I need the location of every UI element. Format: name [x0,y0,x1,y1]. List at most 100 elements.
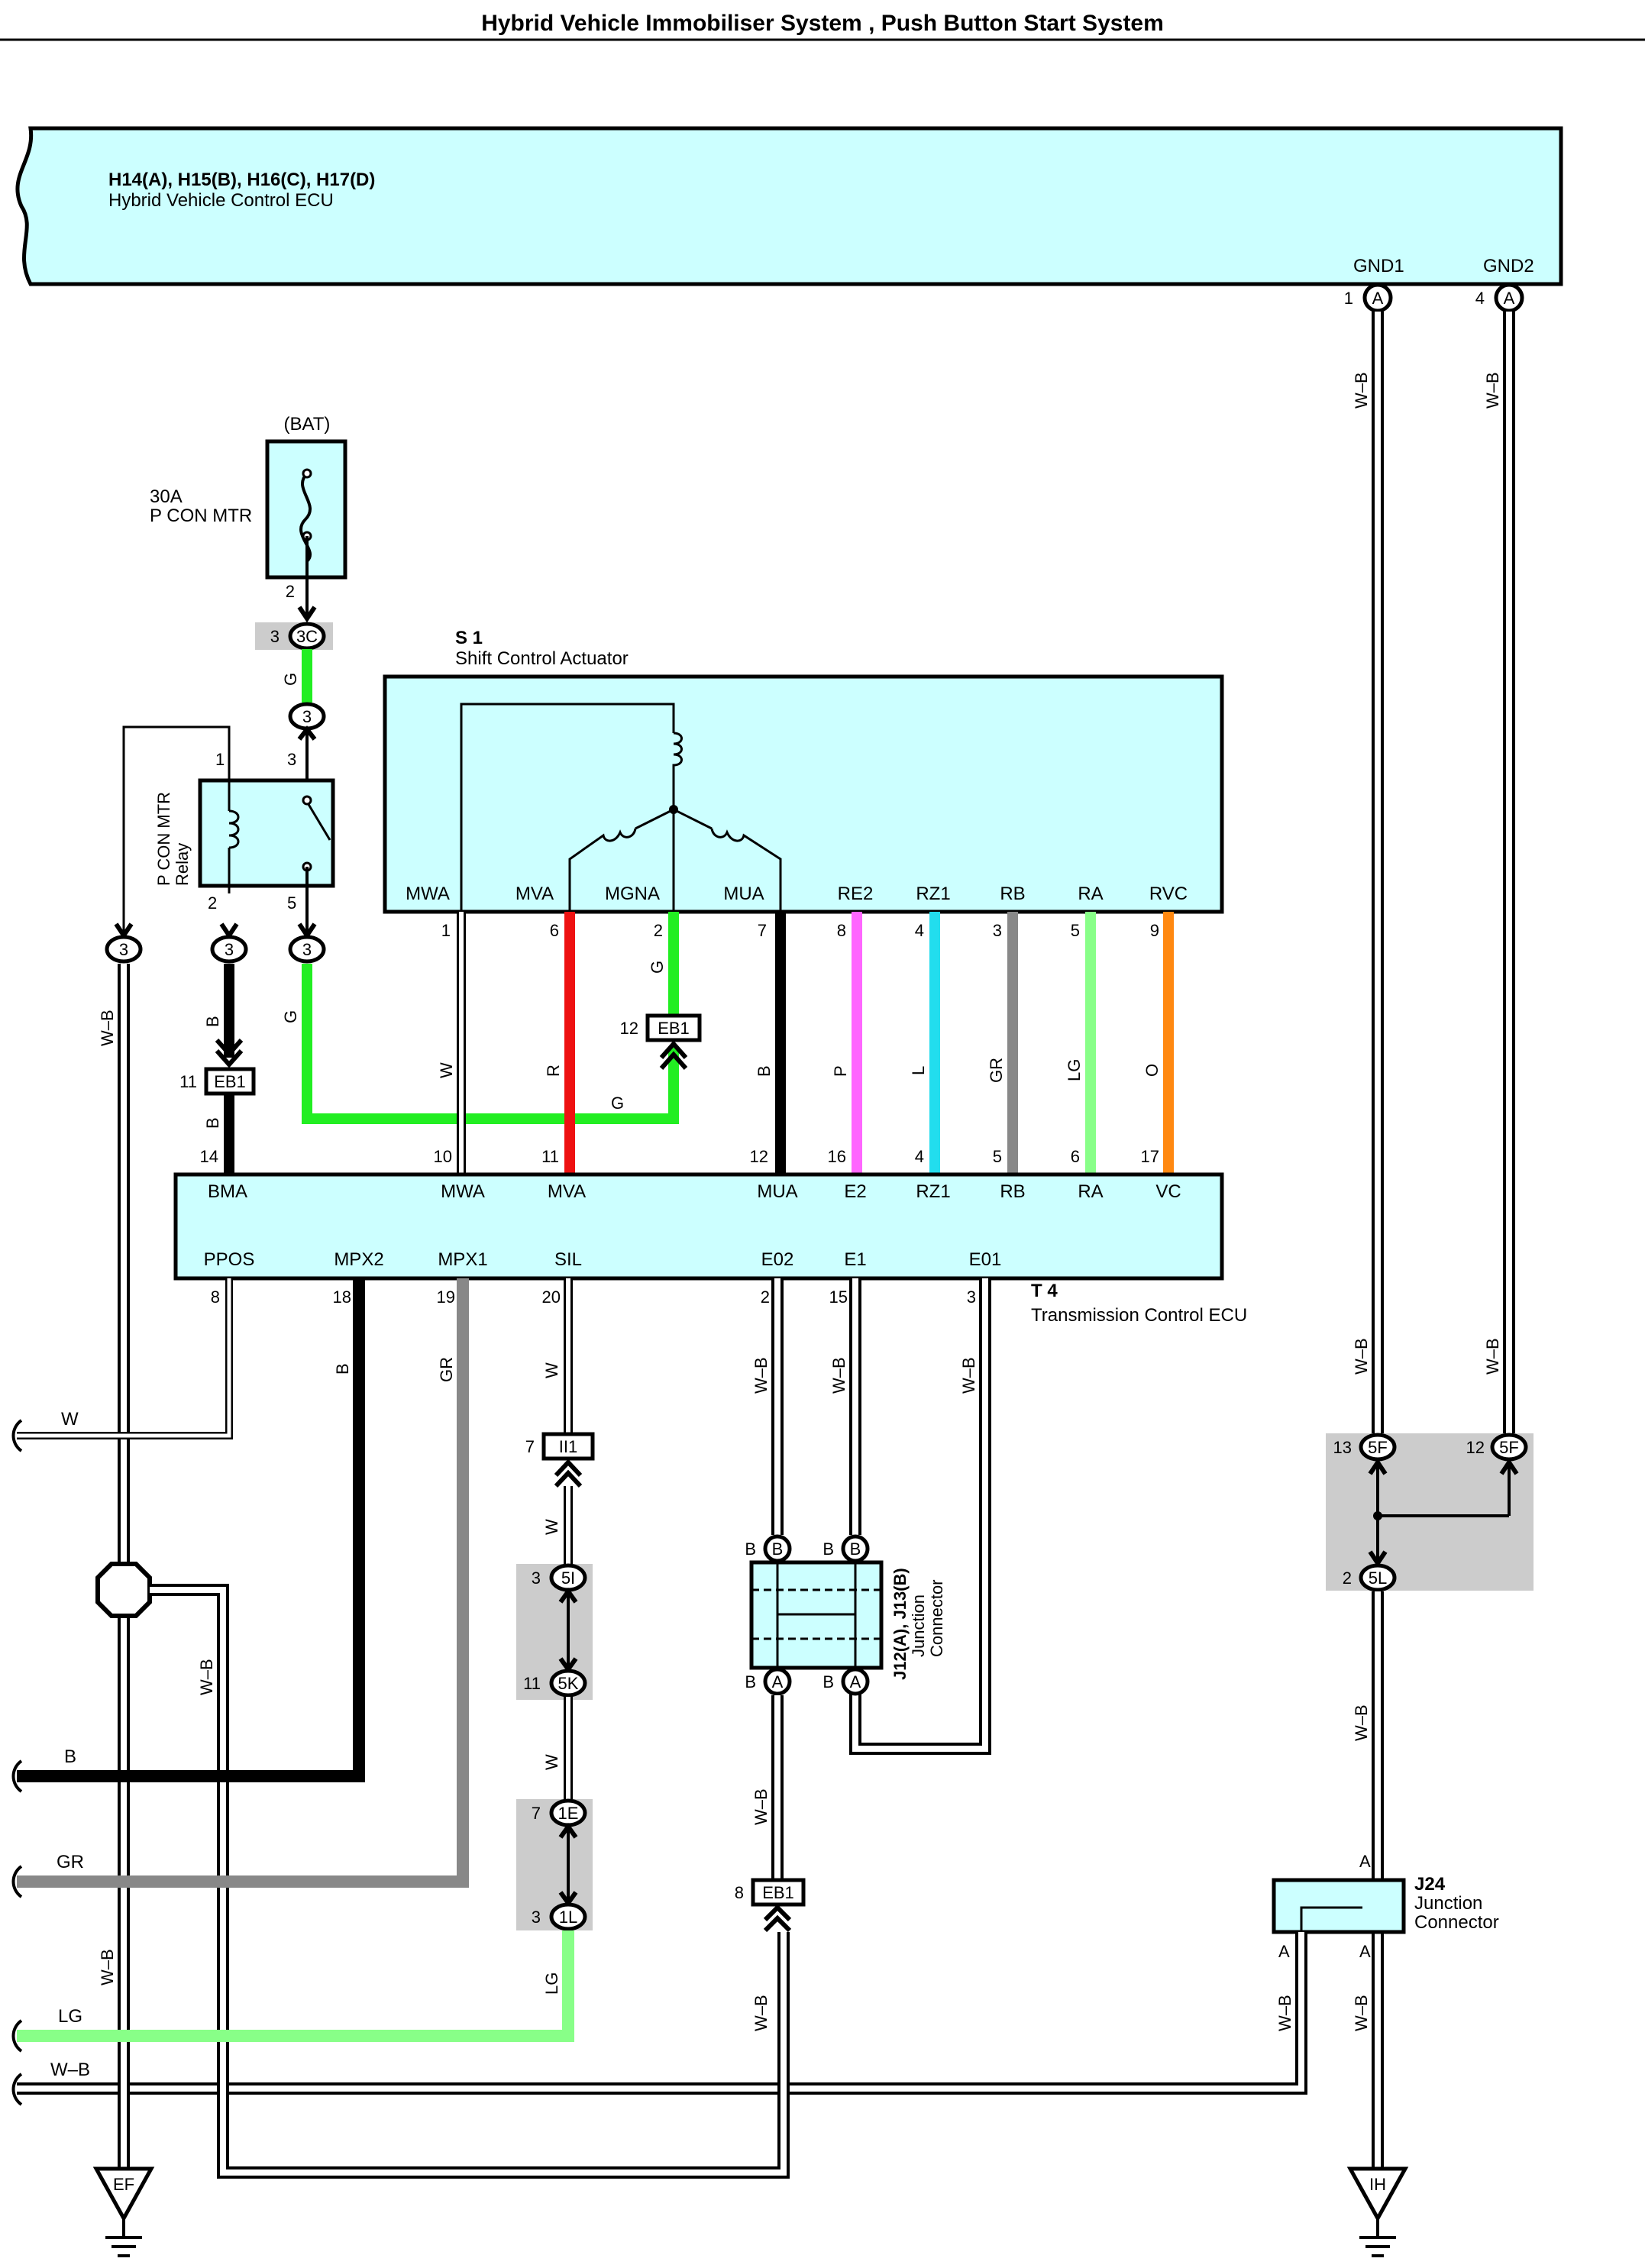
svg-text:1: 1 [1344,289,1353,308]
wire-mpx1 [17,1278,469,1888]
svg-text:5F: 5F [1499,1438,1519,1457]
svg-text:11: 11 [541,1147,559,1166]
svg-text:RA: RA [1078,884,1103,904]
s1-pins: 1 6 2 7 8 4 3 5 9 [441,921,1159,940]
t4-name: Transmission Control ECU [1031,1305,1247,1326]
conn-1e: 1E 7 [532,1798,587,1839]
conn-eb1-11: EB1 11 [179,1067,256,1096]
j12-box [749,1560,884,1670]
j24-pin-a-left: A [1278,1942,1290,1961]
gr-label-left: GR [57,1852,84,1872]
svg-text:2: 2 [654,921,663,940]
j24-pin-a-top: A [1359,1852,1371,1871]
svg-text:6: 6 [550,921,559,940]
fuse-symbol [299,472,312,563]
wire-mpx2 [17,1278,365,1782]
wire-lg [17,1930,574,2042]
j24-name2: Connector [1414,1912,1499,1933]
gr-label-mpx1: GR [437,1357,456,1382]
wb-label-e1: W–B [829,1357,848,1394]
svg-text:5F: 5F [1368,1438,1388,1457]
conn-1l: 1L 3 [532,1891,587,1931]
wb-label-gnd1b: W–B [1352,1338,1371,1375]
svg-text:B: B [822,1539,834,1559]
svg-text:RZ1: RZ1 [916,1181,950,1202]
conn-3-relay2: 3 [210,922,248,964]
conn-3-relay5: 3 [288,935,326,964]
relay-pin5: 5 [287,893,296,913]
svg-text:RB: RB [1000,884,1025,904]
j24-box [1272,1878,1406,1934]
lg-label-left: LG [58,2006,82,2027]
svg-text:B: B [745,1539,756,1559]
svg-text:A: A [772,1672,784,1691]
svg-text:3: 3 [119,940,128,959]
svg-text:18: 18 [333,1287,351,1307]
conn-5l: 5L 2 [1343,1563,1397,1592]
g-label-relay5: G [281,1010,300,1023]
svg-text:3C: 3C [296,627,318,646]
l-label: L [909,1066,928,1075]
svg-text:4: 4 [1475,289,1485,308]
relay-name2: Relay [173,843,192,886]
svg-text:1: 1 [441,921,451,940]
svg-text:MUA: MUA [757,1181,797,1202]
wb-label-e01: W–B [959,1357,978,1394]
svg-text:E01: E01 [969,1249,1002,1270]
fuse-bat: (BAT) [284,414,331,435]
wb-label-left2: W–B [98,1949,117,1985]
s1-terminals: MWA MVA MGNA MUA RE2 RZ1 RB RA RVC [406,884,1188,904]
wire-splice-right [150,1584,790,2179]
svg-text:E02: E02 [761,1249,794,1270]
svg-text:II1: II1 [559,1437,577,1456]
svg-text:3: 3 [967,1287,976,1307]
svg-text:2: 2 [761,1287,770,1307]
svg-text:BMA: BMA [208,1181,247,1202]
svg-text:B: B [772,1539,784,1559]
t4-ref: T 4 [1031,1281,1058,1301]
svg-text:RB: RB [1000,1181,1025,1202]
conn-5k: 5K 11 [523,1657,587,1698]
svg-text:5K: 5K [558,1674,579,1693]
t4-bottom-pins: 8 18 19 20 2 15 3 [211,1287,976,1307]
ground-ef: EF [92,2166,155,2257]
relay-pin1: 1 [215,750,225,769]
svg-text:MPX2: MPX2 [334,1249,383,1270]
relay-coil [228,809,240,849]
svg-text:VC: VC [1155,1181,1181,1202]
gr-label-rb: GR [987,1058,1006,1083]
b-label-mpx2: B [333,1363,352,1375]
g-label-bottom: G [611,1094,624,1113]
svg-text:8: 8 [837,921,846,940]
svg-text:3: 3 [532,1908,541,1927]
s1-ref: S 1 [455,628,483,648]
g-label-mgna: G [648,961,667,974]
hv-ecu-name: Hybrid Vehicle Control ECU [108,190,334,211]
r-label-mva: R [544,1065,563,1077]
b-label-mua: B [755,1065,774,1077]
svg-text:7: 7 [758,921,767,940]
svg-text:17: 17 [1141,1147,1159,1166]
j12-internal [751,1562,881,1668]
svg-text:19: 19 [437,1287,455,1307]
svg-text:8: 8 [211,1287,220,1307]
relay-pin2: 2 [208,893,217,913]
j24-ref: J24 [1414,1874,1446,1895]
b-label-relay: B [203,1016,222,1027]
j12-name2: Connector [927,1579,946,1657]
svg-text:MUA: MUA [723,884,764,904]
s1-motor-wiring [460,703,782,912]
fuse-arrow [297,606,317,623]
wb-label-splice: W–B [197,1659,216,1695]
svg-text:1E: 1E [558,1804,579,1823]
shade-5f-5l [1326,1433,1534,1591]
wb-label-gnd2b: W–B [1483,1338,1502,1375]
svg-text:MWA: MWA [441,1181,485,1202]
page-title: Hybrid Vehicle Immobiliser System , Push… [481,11,1164,36]
j12-ref: J12(A), J13(B) [890,1568,910,1680]
svg-text:12: 12 [620,1019,638,1038]
s1-box [383,674,1224,914]
conn-eb1-8: EB1 8 [735,1878,806,1933]
svg-text:E1: E1 [844,1249,866,1270]
wb-label-j24: W–B [1275,1995,1294,2031]
